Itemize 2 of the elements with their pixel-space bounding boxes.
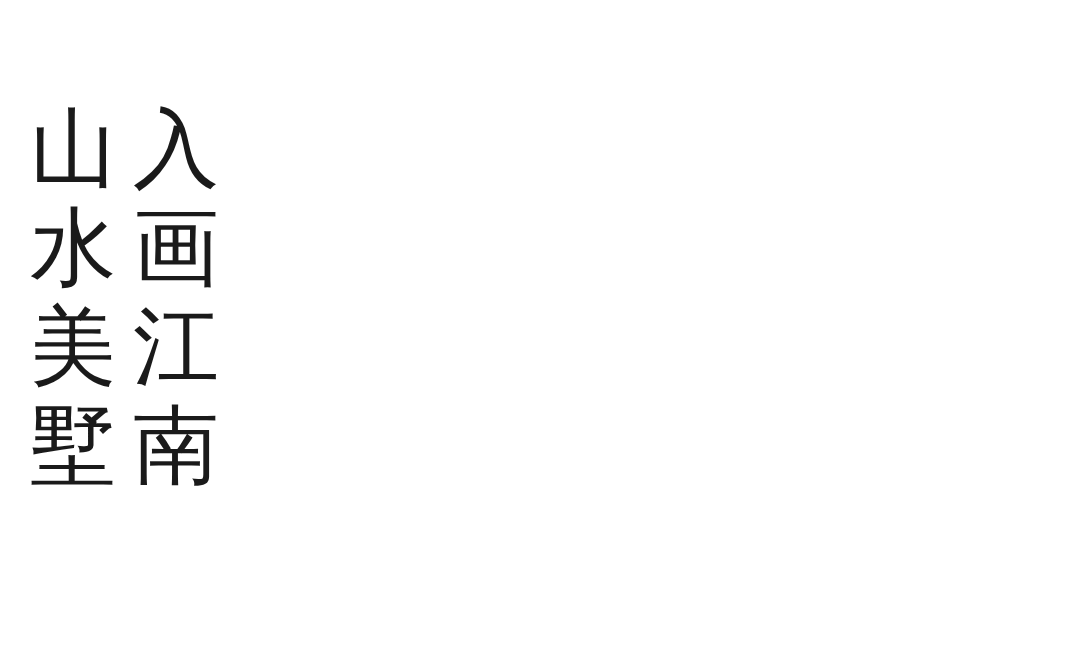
vertical-title: 入画江南 — [133, 100, 219, 496]
vertical-title: 山水美墅 — [30, 100, 116, 496]
